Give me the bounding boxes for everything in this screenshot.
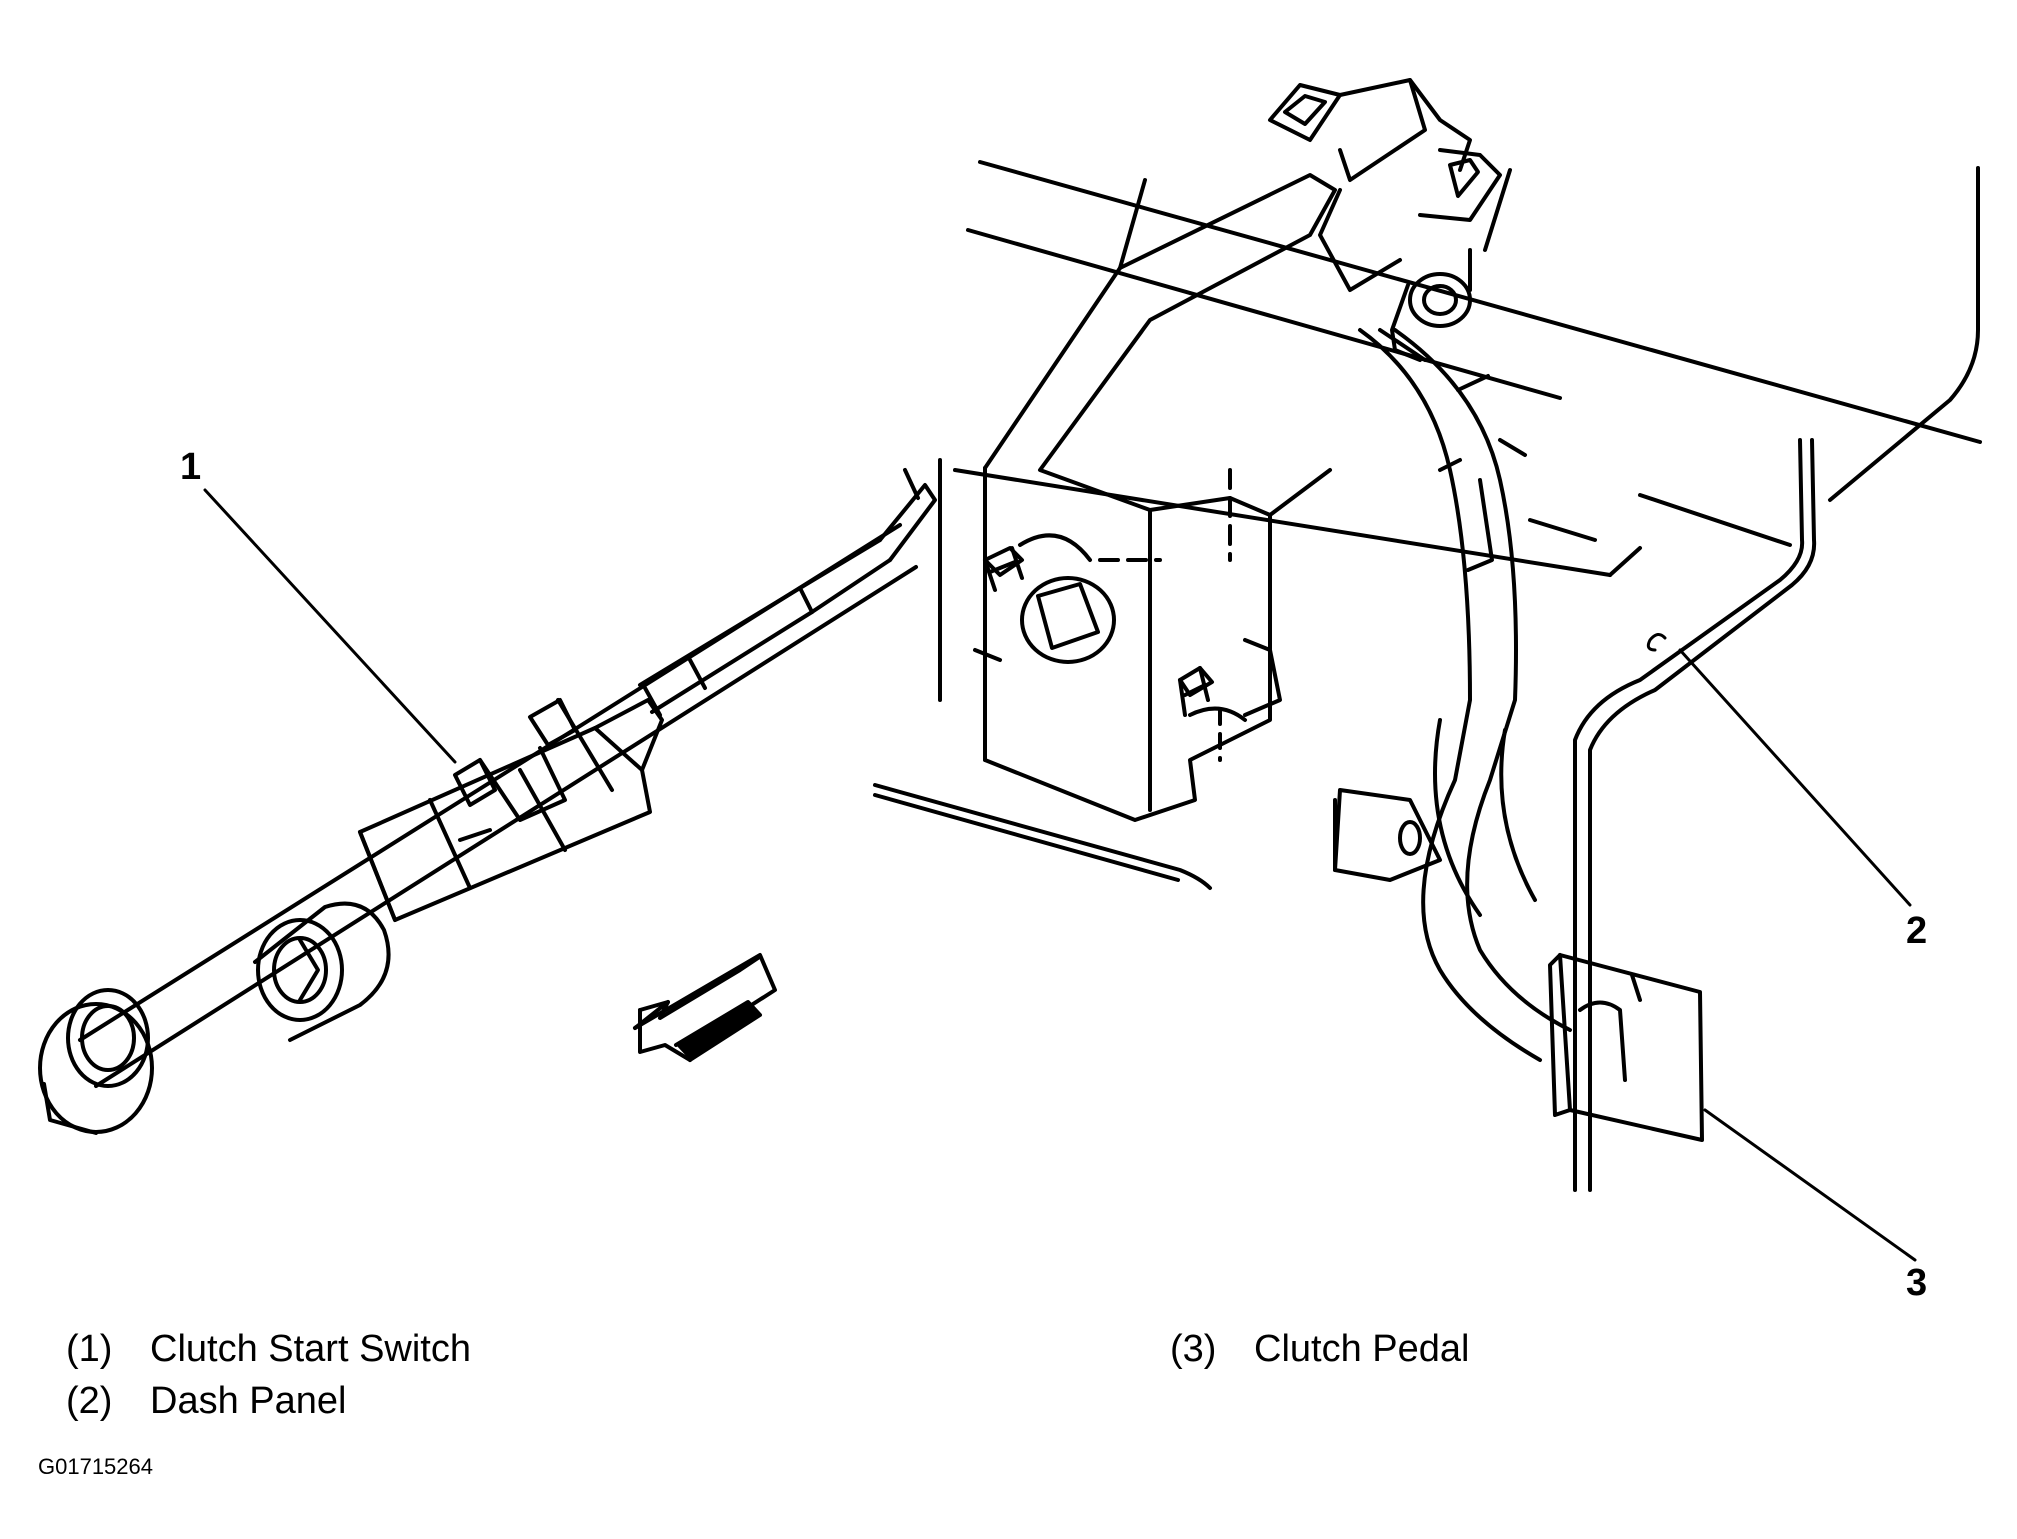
legend-entry-dash-panel: (2) Dash Panel <box>66 1382 346 1420</box>
direction-arrow <box>633 953 777 1062</box>
dash-mount-plane <box>938 458 1642 762</box>
dash-panel <box>873 160 1982 1192</box>
figure-id: G01715264 <box>38 1454 153 1479</box>
legend-number: (2) <box>66 1380 113 1422</box>
legend-entry-clutch-pedal: (3) Clutch Pedal <box>1170 1330 1469 1368</box>
legend-number: (1) <box>66 1328 113 1370</box>
legend-label: Clutch Start Switch <box>150 1328 471 1370</box>
pedal-clip <box>1333 788 1442 882</box>
clutch-pedal-arm <box>1358 328 1572 1062</box>
pivot-bushing <box>1378 248 1472 362</box>
leader-line-1 <box>203 488 457 764</box>
callout-3: 3 <box>1906 1262 1928 1304</box>
leader-lines <box>203 488 1917 1262</box>
callout-1: 1 <box>180 446 202 488</box>
leader-line-3 <box>1703 1108 1917 1262</box>
legend-entry-clutch-start-switch: (1) Clutch Start Switch <box>66 1330 471 1368</box>
legend-label: Dash Panel <box>150 1380 347 1422</box>
pedal-pad <box>1548 953 1704 1142</box>
legend-number: (3) <box>1170 1328 1217 1370</box>
callout-2: 2 <box>1906 910 1928 952</box>
switch-mount <box>983 533 1282 722</box>
leader-line-2 <box>1678 648 1912 907</box>
clutch-start-switch <box>38 468 937 1135</box>
pedal-bracket <box>983 78 1512 822</box>
legend-label: Clutch Pedal <box>1254 1328 1470 1370</box>
